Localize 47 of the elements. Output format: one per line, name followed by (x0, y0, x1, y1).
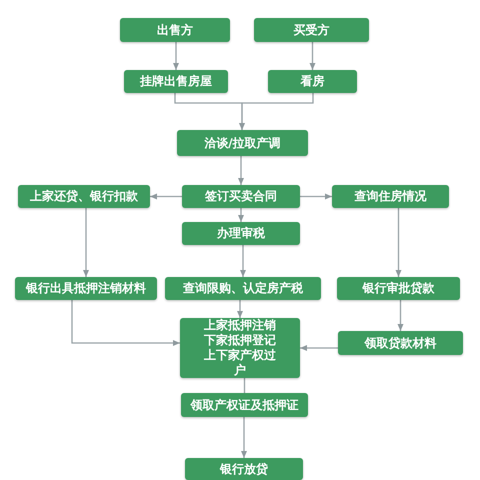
step-label: 买受方 (294, 22, 330, 38)
step-label: 洽谈/拉取产调 (204, 136, 281, 150)
arrow (240, 245, 246, 277)
arrow (310, 42, 316, 70)
process-box (337, 277, 460, 300)
arrow (150, 194, 182, 200)
process-box (332, 185, 449, 208)
arrow (300, 345, 338, 351)
step-label: 上家还贷、银行扣款 (30, 189, 138, 204)
step-label: 办理审税 (217, 226, 265, 241)
process-box (177, 130, 308, 156)
step-label: 查询限购、认定房产税 (183, 281, 303, 296)
step-label: 出售方 (157, 22, 193, 38)
step-label: 银行放贷 (220, 462, 268, 476)
process-box (338, 331, 463, 355)
step-label: 看房 (300, 74, 324, 89)
arrow (71, 300, 180, 346)
arrow (241, 417, 247, 458)
process-box (254, 18, 369, 42)
arrow (238, 156, 244, 185)
process-box (15, 277, 157, 300)
process-box (180, 318, 300, 378)
step-label: 领取贷款材料 (364, 336, 436, 350)
step-label: 挂牌出售房屋 (140, 74, 212, 89)
process-box (185, 458, 303, 480)
process-box (268, 70, 357, 93)
process-box (181, 393, 308, 417)
arrow (173, 42, 179, 70)
arrow (237, 300, 243, 318)
step-label: 签订买卖合同 (205, 189, 277, 204)
step-label: 查询住房情况 (354, 189, 426, 204)
process-box (182, 222, 300, 245)
step-label: 领取产权证及抵押证 (190, 398, 298, 412)
step-label: 银行出具抵押注销材料 (26, 281, 146, 296)
arrow (398, 300, 404, 331)
process-box (182, 185, 300, 208)
arrow (83, 208, 89, 277)
process-box (165, 277, 321, 300)
step-label: 银行审批贷款 (362, 281, 434, 296)
arrow (300, 194, 332, 200)
process-box (18, 185, 150, 208)
process-box (124, 70, 228, 93)
arrow (239, 93, 314, 130)
arrow (396, 208, 402, 277)
step-label: 上家抵押注销下家抵押登记上下家产权过户 (203, 318, 277, 378)
process-box (120, 18, 230, 42)
arrow (238, 208, 244, 222)
